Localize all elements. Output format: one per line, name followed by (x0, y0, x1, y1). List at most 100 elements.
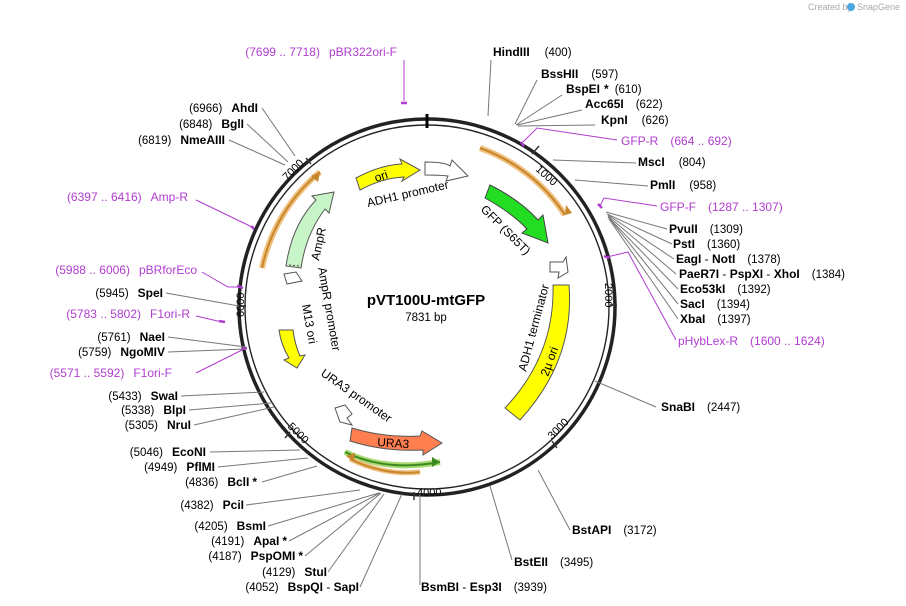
credit-created-by: Created by (808, 2, 853, 12)
plasmid-name: pVT100U-mtGFP (367, 292, 485, 309)
primer-gfp-f: GFP-F(1287 .. 1307) (660, 200, 783, 214)
site-pspomi: (4187)PspOMI* (208, 549, 303, 563)
leader-pflmi (217, 457, 309, 468)
site-saci: SacI(1394) (680, 297, 750, 311)
leader-pbrforeco (201, 271, 240, 288)
orf-ampr-arrowhead (311, 172, 320, 182)
snapgene-logo-icon (847, 3, 855, 11)
tick-7000: 7000 (281, 157, 307, 183)
site-bstapi: BstAPI(3172) (572, 523, 657, 537)
leader-psti (606, 213, 673, 245)
primer-f1ori-r: (5783 .. 5802)F1ori-R (66, 307, 190, 321)
leader-gfp-f (599, 197, 658, 207)
orf-ura3-green-arrowhead (432, 457, 440, 467)
leader-paer7i (607, 215, 677, 275)
site-labels-right: HindIII(400) BssHII(597) BspEI*(610) Acc… (421, 45, 845, 594)
primer-leaders (195, 60, 677, 374)
orf-arcs (259, 145, 572, 476)
site-acc65i: Acc65I(622) (585, 97, 663, 111)
leader-pspomi (304, 492, 382, 557)
site-bspqi: (4052)BspQI - SapI (245, 580, 359, 594)
site-kpni: KpnI(626) (601, 113, 669, 127)
site-pmli: PmlI(958) (650, 178, 716, 192)
leader-pvuii (605, 211, 668, 230)
site-psti: PstI(1360) (673, 237, 740, 251)
primer-amp-r: (6397 .. 6416)Amp-R (67, 190, 188, 204)
leader-stui (327, 493, 385, 573)
tick-mark-7000 (305, 157, 312, 165)
site-bcli: (4836)BclI* (185, 475, 257, 489)
leader-nmeaiii (228, 139, 286, 166)
site-apai: (4191)ApaI* (211, 534, 287, 548)
leader-ahdi (261, 107, 296, 157)
site-pvuii: PvuII(1309) (669, 222, 743, 236)
primer-labels: (7699 .. 7718)pBR322ori-F GFP-R(664 .. 6… (50, 45, 825, 380)
site-nmeaiii: (6819)NmeAIII (138, 133, 225, 147)
site-naei: (5761)NaeI (97, 330, 165, 344)
site-swai: (5433)SwaI (108, 389, 178, 403)
feature-adh1-promoter-arrow (424, 159, 469, 182)
leader-lines (165, 59, 679, 588)
site-paer7i: PaeR7I - PspXI - XhoI(1384) (679, 267, 845, 281)
site-bsmbi: BsmBI - Esp3I(3939) (421, 580, 547, 594)
site-eco53ki: Eco53kI(1392) (680, 282, 771, 296)
leader-hindiii (487, 59, 492, 117)
leader-eagi (607, 214, 675, 260)
leader-bstapi (537, 469, 571, 531)
tick-2000: 2000 (602, 283, 614, 307)
site-nrui: (5305)NruI (125, 418, 191, 432)
site-pflmi: (4949)PflMI (144, 460, 215, 474)
credit: Created by SnapGene (808, 2, 900, 12)
orf-gfp-arrowhead (565, 205, 572, 215)
leader-nrui (193, 406, 275, 426)
site-msci: MscI(804) (638, 155, 706, 169)
center-label: pVT100U-mtGFP 7831 bp (367, 292, 485, 324)
plasmid-length: 7831 bp (405, 312, 447, 324)
primer-mark-phyblex-r (603, 254, 610, 260)
orf-gfp (479, 147, 566, 216)
feature-ura3-promoter-label: URA3 promoter (318, 366, 394, 425)
leader-xbai (608, 218, 679, 320)
site-busshii: BssHII(597) (541, 67, 618, 81)
leader-gfp-r (522, 127, 618, 143)
tick-mark-3000 (551, 440, 558, 449)
leader-eco53ki (607, 216, 679, 290)
feature-ura3-arrow (349, 427, 443, 456)
leader-swai (180, 391, 265, 397)
leader-pcii (245, 489, 361, 506)
orf-ampr (261, 171, 321, 269)
leader-kpni (517, 124, 596, 127)
site-blpi: (5338)BlpI (121, 403, 186, 417)
leader-amp-r (195, 199, 253, 228)
feature-m13-ori-label: M13 ori (299, 303, 320, 345)
leader-econi (209, 449, 301, 453)
site-snabi: SnaBI(2447) (661, 400, 740, 414)
tick-6000: 6000 (235, 293, 247, 317)
leader-apai (288, 492, 381, 542)
primer-f1ori-f: (5571 .. 5592)F1ori-F (50, 366, 172, 380)
leader-spei (165, 292, 240, 307)
site-bsmi: (4205)BsmI (194, 519, 266, 533)
orf-ura3-back-arrowhead (346, 453, 355, 462)
credit-brand: SnapGene (857, 2, 900, 12)
site-ahdi: (6966)AhdI (189, 101, 258, 115)
primer-gfp-r: GFP-R(664 .. 692) (621, 134, 732, 148)
orf-ura3-back (349, 458, 421, 474)
site-bsteii: BstEII(3495) (514, 555, 593, 569)
feature-ori-arrow (355, 157, 421, 191)
site-spei: (5945)SpeI (95, 286, 163, 300)
primer-phyblex-r: pHybLex-R(1600 .. 1624) (678, 334, 825, 348)
feature-ampr-arrow (285, 191, 335, 269)
leader-pmli (574, 179, 649, 187)
leader-acc65i (516, 109, 583, 126)
leader-ngomiv (167, 348, 247, 353)
site-pcii: (4382)PciI (180, 498, 244, 512)
leader-phyblex-r (606, 251, 677, 341)
feature-adh1-terminator-arrow (549, 255, 569, 279)
leader-f1ori-r (195, 315, 223, 323)
site-bspei: BspEI*(610) (566, 82, 642, 96)
leader-msci (552, 159, 637, 164)
feature-2u-ori-arrow (504, 284, 571, 421)
primer-pbrforeco: (5988 .. 6006)pBRforEco (55, 263, 197, 277)
